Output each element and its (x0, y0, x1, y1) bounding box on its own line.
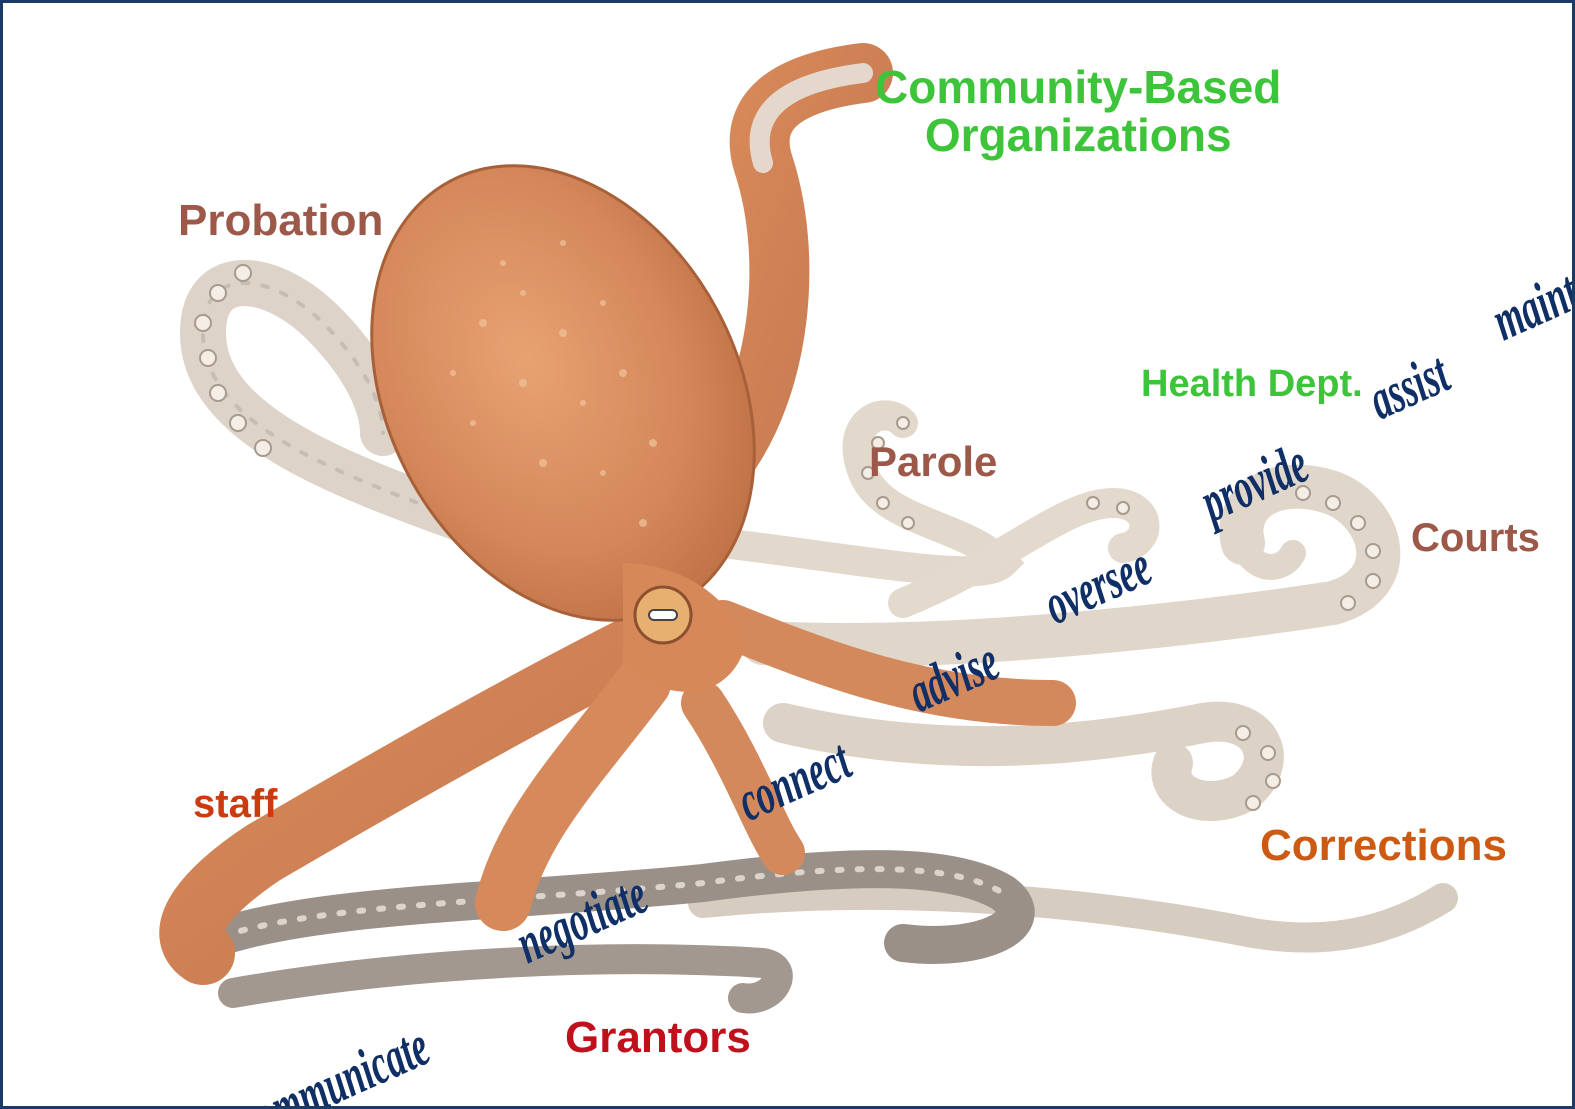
verb-communicate: communicate (230, 1014, 438, 1106)
verb-chain: communicate negotiate connect advise ove… (3, 3, 1572, 1106)
verb-assist: assist (1359, 341, 1459, 432)
verb-negotiate: negotiate (507, 863, 657, 976)
verb-maintain: maintain (1483, 240, 1572, 353)
verb-connect: connect (728, 728, 861, 834)
verb-oversee: oversee (1035, 534, 1161, 637)
verb-advise: advise (899, 629, 1009, 725)
verb-provide: provide (1189, 431, 1318, 535)
